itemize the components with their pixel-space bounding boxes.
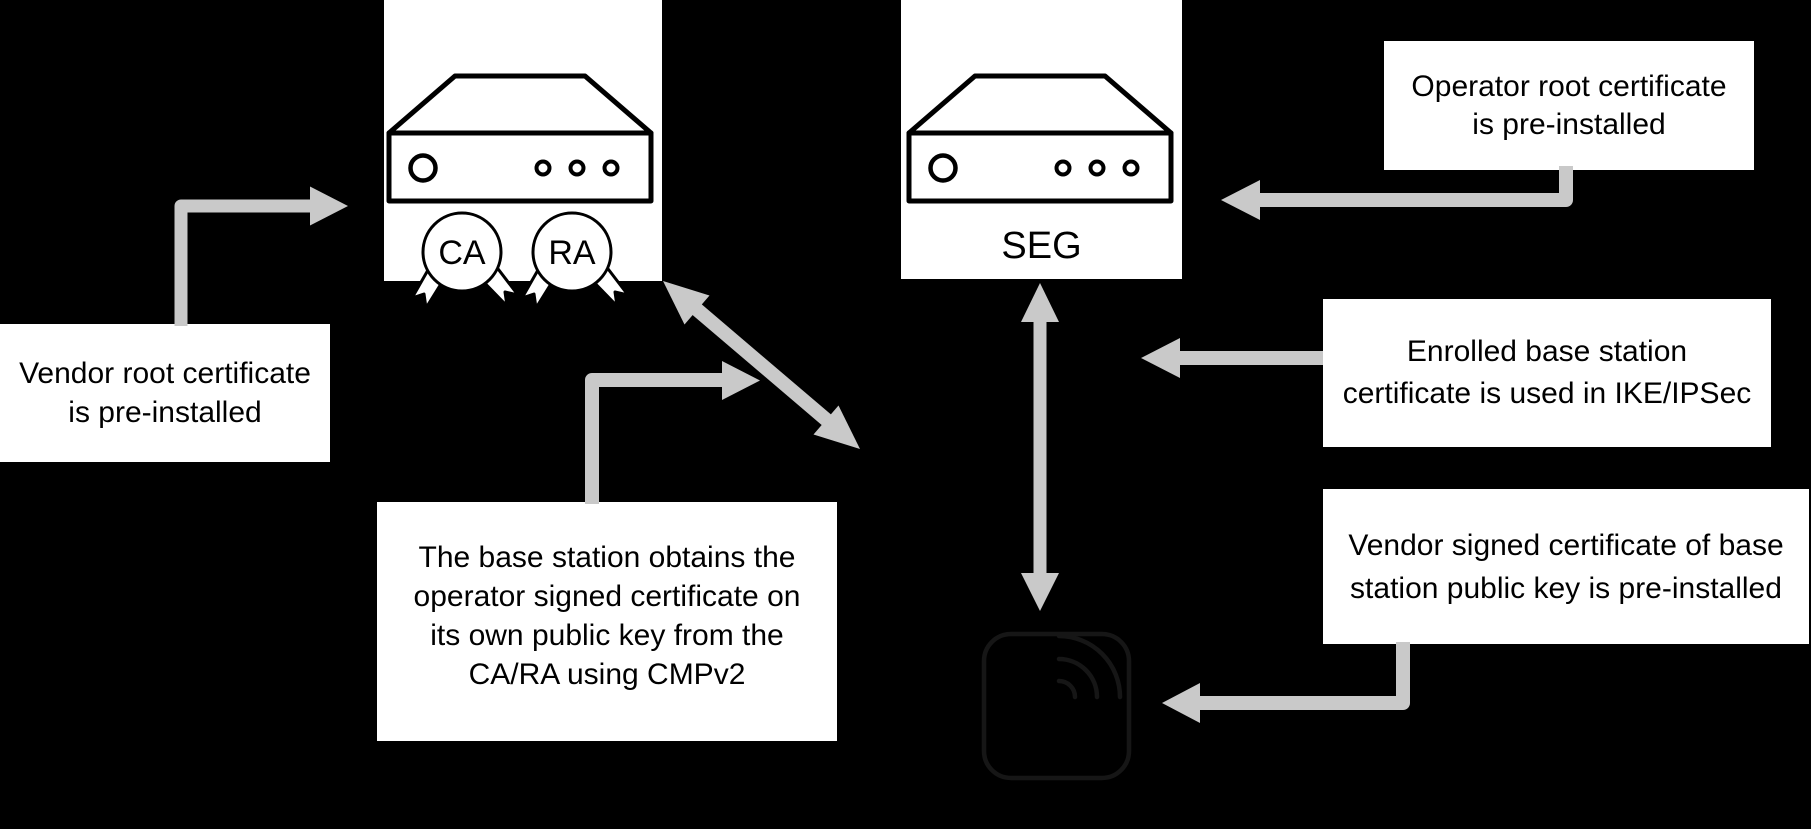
callout-line: The base station obtains the [418,540,796,574]
vendor-root-callout: Vendor root certificate is pre-installed [0,324,330,462]
vendor-signed-cert-callout: Vendor signed certificate of base statio… [1323,489,1809,644]
arrow-cmpv2-to-link [585,361,760,504]
callout-line: CA/RA using CMPv2 [468,657,746,691]
seg-label: SEG [1001,225,1082,267]
seg-server-icon [906,73,1174,204]
callout-line: Operator root certificate [1411,69,1727,103]
base-station-signal-icon [981,631,1132,781]
arrow-seg-base-station-bidirectional [1021,283,1059,611]
callout-line: Vendor signed certificate of base [1348,528,1784,562]
arrow-enrolled-cert-to-seg [1141,338,1323,378]
arrow-vendor-signed-to-base-station [1162,642,1410,723]
ca-ra-server-icon [386,73,654,204]
callout-line: Vendor root certificate [19,357,311,390]
arrow-operator-root-to-seg [1221,166,1573,220]
ca-seal-icon: CA [410,211,520,310]
ca-ra-seal-icons: CA RA [410,211,630,310]
callout-line: Enrolled base station [1406,335,1688,368]
callout-line: station public key is pre-installed [1350,571,1782,605]
enrolled-cert-callout: Enrolled base station certificate is use… [1323,299,1771,447]
callout-line: its own public key from the [430,618,784,652]
ra-seal-icon: RA [520,211,630,310]
ra-seal-label: RA [548,234,596,272]
callout-line: is pre-installed [68,396,262,429]
arrow-vendor-root-to-ca-ra [174,186,348,326]
operator-root-callout: Operator root certificate is pre-install… [1384,41,1754,170]
arrow-ca-ra-base-station-bidirectional [663,281,860,449]
callout-line: operator signed certificate on [413,579,801,613]
cmpv2-enrollment-callout: The base station obtains the operator si… [377,502,837,741]
callout-line: certificate is used in IKE/IPSec [1342,377,1752,410]
ca-seal-label: CA [438,234,486,272]
callout-line: is pre-installed [1472,107,1666,141]
